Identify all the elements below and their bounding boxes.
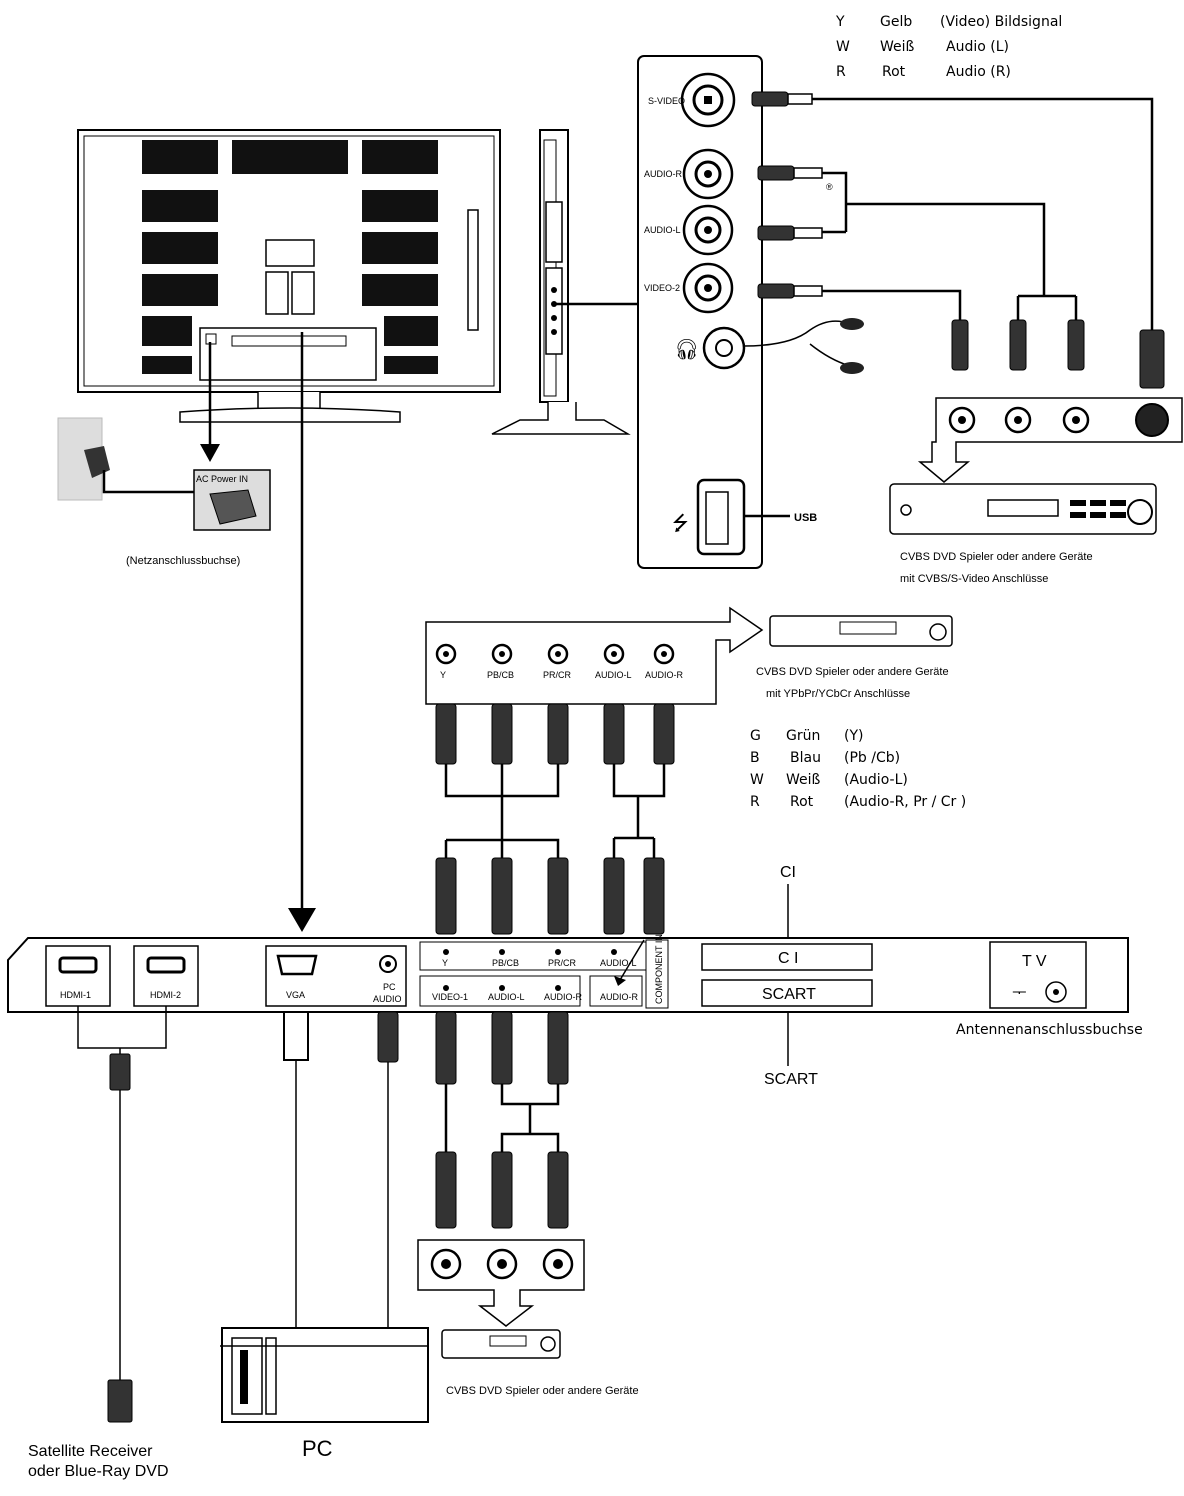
device-caption: mit CVBS/S-Video Anschlüsse: [900, 573, 1048, 585]
legend-color: Rot: [790, 794, 814, 810]
ci-slot: [701, 943, 873, 971]
legend-top-row: Y Gelb (Video) Bildsignal: [835, 14, 1062, 30]
component-label: AUDIO-R: [645, 670, 684, 680]
comp-label: Y: [442, 958, 448, 968]
usb-icon: ⭍: [672, 511, 689, 535]
usb-label: USB: [794, 512, 817, 524]
legend-signal: (Audio-L): [844, 772, 908, 788]
power-caption: (Netzanschlussbuchse): [126, 555, 240, 567]
legend-mid-row: B Blau (Pb /Cb): [750, 750, 900, 766]
dvd-player-cvbs: CVBS DVD Spieler oder andere Geräte: [417, 1239, 639, 1397]
legend-top-row: R Rot Audio (R): [836, 64, 1011, 80]
power-connection: AC Power IN (Netzanschlussbuchse): [57, 342, 271, 567]
scart-port-label: SCART: [762, 986, 816, 1003]
hdmi1-label: HDMI-1: [60, 990, 91, 1000]
device-caption: CVBS DVD Spieler oder andere Geräte: [446, 1385, 639, 1397]
side-cables: ®: [751, 91, 1165, 389]
legend-mid-row: R Rot (Audio-R, Pr / Cr ): [750, 794, 966, 810]
svideo-label: S-VIDEO: [648, 96, 685, 106]
component-in-label: COMPONENT IN: [654, 934, 664, 1004]
vga-port: [276, 954, 318, 976]
ci-slot-label: C I: [778, 950, 798, 967]
ci-callout: CI: [780, 864, 796, 881]
component-label: Y: [440, 670, 446, 680]
video2-label: VIDEO-2: [644, 283, 680, 293]
legend-color: Grün: [786, 728, 820, 744]
comp-label: PR/CR: [548, 958, 577, 968]
legend-code: Y: [835, 14, 845, 30]
legend-code: R: [836, 64, 846, 80]
hdmi2-port: [133, 945, 199, 1007]
legend-signal: Audio (R): [946, 64, 1011, 80]
legend-code: G: [750, 728, 761, 744]
dvd-player-ypbpr: Y PB/CB PR/CR AUDIO-L AUDIO-R CVBS DVD S…: [425, 606, 953, 705]
scart-callout: SCART: [764, 1071, 818, 1088]
legend-signal: (Audio-R, Pr / Cr ): [844, 794, 966, 810]
legend-color: Gelb: [880, 14, 912, 30]
hdmi-cable: [77, 1006, 167, 1423]
pc-audio-label: PC: [383, 982, 396, 992]
headphone-icon: 🎧︎: [674, 337, 699, 361]
hdmi1-port: [45, 945, 111, 1007]
legend-code: W: [750, 772, 764, 788]
antenna-symbol-icon: ᅮ: [1012, 985, 1027, 1002]
legend-signal: (Y): [844, 728, 863, 744]
component-label: PB/CB: [487, 670, 514, 680]
audio-r-label: AUDIO-R: [644, 169, 683, 179]
audio-r-bottom-label: AUDIO-R: [600, 992, 639, 1002]
legend-color: Weiß: [880, 39, 915, 55]
component-label: AUDIO-L: [595, 670, 632, 680]
svg-text:®: ®: [826, 182, 833, 192]
av-label: AUDIO-R: [544, 992, 583, 1002]
legend-code: W: [836, 39, 850, 55]
legend-signal: (Video) Bildsignal: [940, 14, 1062, 30]
antenna-caption: Antennenanschlussbuchse: [956, 1022, 1143, 1038]
av-cables: [435, 1011, 569, 1229]
legend-mid-row: G Grün (Y): [750, 728, 863, 744]
legend-color: Blau: [790, 750, 821, 766]
tv-rear-illustration: [77, 129, 501, 423]
pc-audio-label: AUDIO: [373, 994, 402, 1004]
legend-top-row: W Weiß Audio (L): [836, 39, 1009, 55]
legend-color: Rot: [882, 64, 906, 80]
tv-side-illustration: [491, 129, 654, 435]
device-caption: mit YPbPr/YCbCr Anschlüsse: [766, 688, 910, 700]
component-cables: [435, 703, 675, 935]
legend-signal: (Pb /Cb): [844, 750, 900, 766]
bottom-connector-panel: HDMI-1 HDMI-2 VGA PC AUDIO Y PB/CB PR/CR…: [7, 934, 1129, 1013]
component-jacks: [435, 643, 675, 665]
device-caption: CVBS DVD Spieler oder andere Geräte: [756, 666, 949, 678]
ac-power-label: AC Power IN: [196, 474, 248, 484]
audio-l-label: AUDIO-L: [644, 225, 681, 235]
legend-mid-row: W Weiß (Audio-L): [750, 772, 908, 788]
av-label: VIDEO-1: [432, 992, 468, 1002]
satellite-caption: Satellite Receiver: [28, 1443, 153, 1460]
hdmi2-label: HDMI-2: [150, 990, 181, 1000]
side-connector-panel: S-VIDEO AUDIO-R AUDIO-L VIDEO-2 🎧︎ ⭍ USB: [637, 55, 817, 569]
av-label: AUDIO-L: [488, 992, 525, 1002]
legend-code: B: [750, 750, 760, 766]
legend-signal: Audio (L): [946, 39, 1009, 55]
panel-jacks: [443, 949, 617, 991]
satellite-caption: oder Blue-Ray DVD: [28, 1463, 169, 1480]
antenna-port: [989, 941, 1087, 1009]
vga-arrow: [288, 332, 316, 932]
comp-label: AUDIO-L: [600, 958, 637, 968]
headphones-icon: [743, 318, 864, 374]
tv-label: T V: [1022, 953, 1047, 970]
legend-color: Weiß: [786, 772, 821, 788]
device-caption: CVBS DVD Spieler oder andere Geräte: [900, 551, 1093, 563]
dvd-player-cvbs-svideo: CVBS DVD Spieler oder andere Geräte mit …: [889, 397, 1183, 585]
legend-mid: G Grün (Y) B Blau (Pb /Cb) W Weiß (Audio…: [750, 728, 966, 810]
pc-illustration: PC: [220, 1327, 429, 1461]
legend-code: R: [750, 794, 760, 810]
pc-caption: PC: [302, 1436, 333, 1461]
scart-port: [701, 979, 873, 1007]
legend-top: Y Gelb (Video) Bildsignal W Weiß Audio (…: [835, 14, 1062, 80]
component-label: PR/CR: [543, 670, 572, 680]
vga-label: VGA: [286, 990, 305, 1000]
comp-label: PB/CB: [492, 958, 519, 968]
